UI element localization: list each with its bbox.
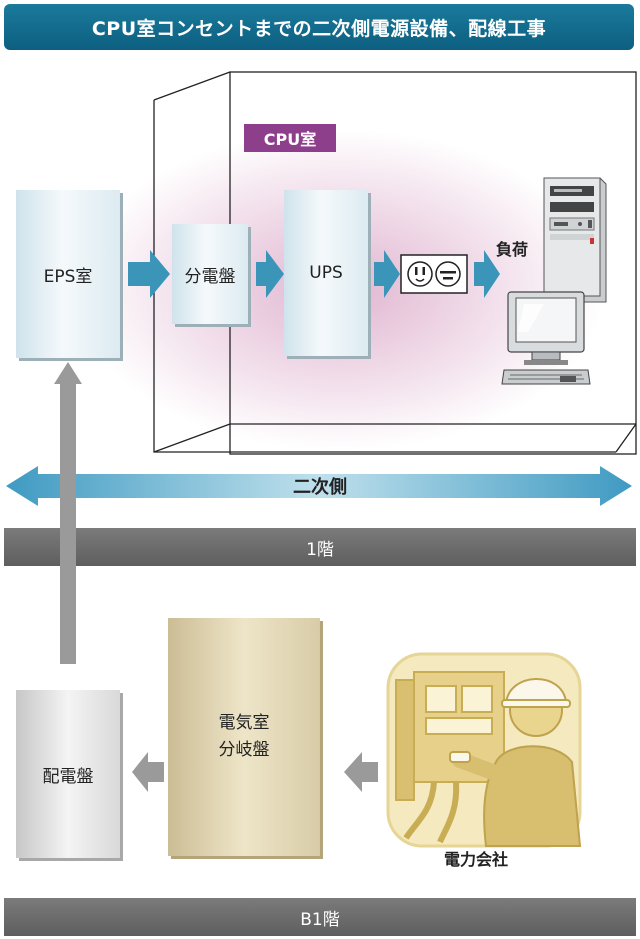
floor-1-bar: 1階 (4, 528, 636, 566)
distribution-panel-box: 分電盤 (172, 224, 248, 324)
floor-b1-bar: B1階 (4, 898, 636, 936)
electrician-icon (386, 652, 582, 848)
outlet-icon (400, 254, 468, 294)
load-label: 負荷 (496, 240, 529, 259)
diagram-title: CPU室コンセントまでの二次側電源設備、配線工事 (4, 4, 634, 50)
keyboard-icon (501, 369, 591, 385)
cpu-room-label: CPU室 (244, 124, 336, 152)
eps-room-box: EPS室 (16, 190, 120, 358)
monitor-icon (507, 291, 585, 365)
secondary-side-label: 二次側 (293, 477, 347, 498)
server-tower-icon (543, 177, 607, 303)
ups-box: UPS (284, 190, 368, 356)
power-company-label: 電力会社 (444, 850, 509, 869)
floor-1-label: 1階 (306, 539, 334, 560)
branch-panel-box: 電気室 分岐盤 (168, 618, 320, 856)
distribution-board-label: 配電盤 (42, 766, 94, 787)
branch-panel-line1: 電気室 (218, 712, 270, 733)
flow-arrow-ups-to-outlet (374, 250, 400, 298)
flow-arrow-panel-to-ups (256, 250, 284, 298)
ups-label: UPS (309, 263, 343, 283)
distribution-board-box: 配電盤 (16, 690, 120, 858)
floor-b1-label: B1階 (300, 909, 340, 930)
arrow-company-to-branch (344, 752, 378, 792)
eps-room-label: EPS室 (43, 266, 93, 287)
distribution-panel-label: 分電盤 (184, 266, 236, 287)
branch-panel-line2: 分岐盤 (218, 740, 270, 760)
arrow-branch-to-board (132, 752, 164, 792)
flow-arrow-eps-to-panel (128, 250, 170, 298)
flow-arrow-outlet-to-load (474, 250, 500, 298)
